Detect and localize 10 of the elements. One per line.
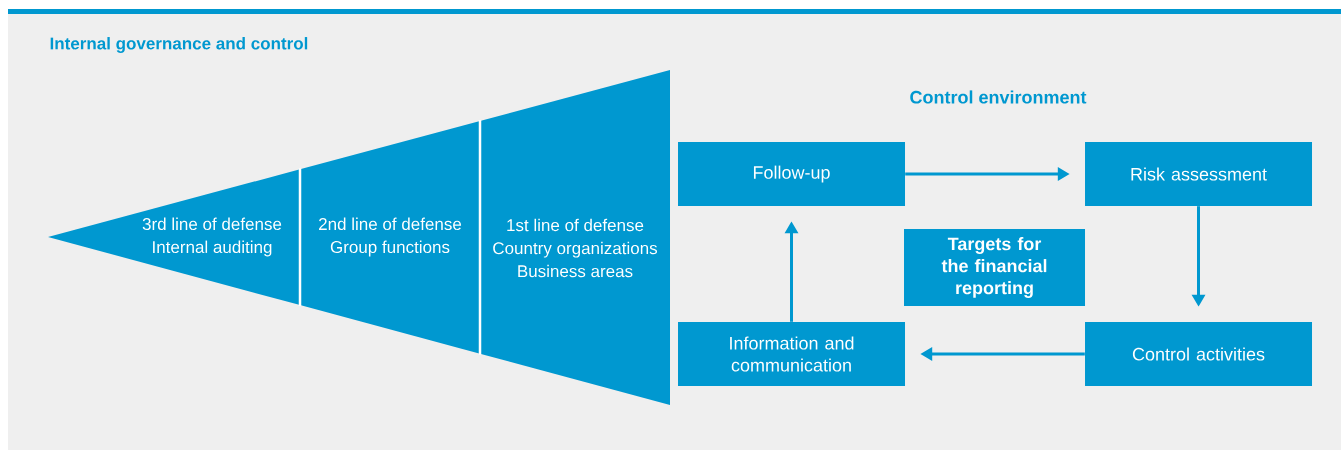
- process-box: Risk assessment: [1085, 142, 1312, 206]
- process-box: Targets for the financial reporting: [904, 229, 1085, 306]
- process-box: Control activities: [1085, 322, 1312, 386]
- title: Internal governance and control: [50, 37, 308, 53]
- process-box: Information and communication: [678, 322, 905, 386]
- wedge-segment: 1st line of defense Country organizations Business areas: [480, 70, 670, 405]
- section-heading: Control environment: [910, 90, 1087, 104]
- process-box: Follow-up: [678, 142, 905, 206]
- wedge-segment: 2nd line of defense Group functions: [300, 121, 480, 354]
- wedge-segment: 3rd line of defense Internal auditing: [48, 169, 300, 306]
